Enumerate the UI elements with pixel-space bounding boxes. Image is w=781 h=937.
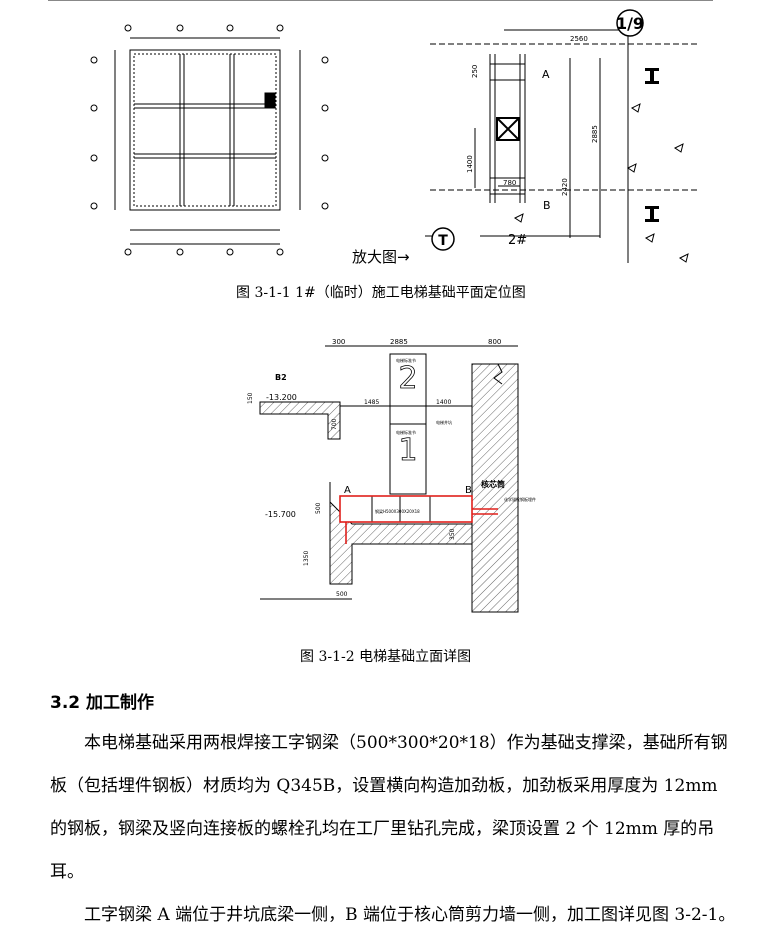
- paragraph-line-5: 工字钢梁 A 端位于井坑底梁一侧，B 端位于核心筒剪力墙一侧，加工图详见图 3-…: [84, 905, 736, 925]
- dim-2560: 2560: [570, 35, 588, 43]
- grid-bubble: [616, 9, 644, 37]
- label-a: A: [344, 485, 351, 496]
- dim-700: 700: [331, 418, 338, 430]
- plan-column-markers: [90, 24, 329, 256]
- core-label: 核芯筒: [481, 479, 505, 489]
- red-beam-outline: [339, 495, 498, 544]
- figure-1-caption: 图 3-1-1 1#（临时）施工电梯基础平面定位图: [236, 285, 526, 301]
- hatch-triangles: [514, 103, 689, 263]
- figure-1-plan-drawing: 1/9 2560 250 1400 780 2885 2420 A B 放大图→…: [90, 9, 700, 266]
- cage-top-label: 电梯标准节: [396, 357, 416, 363]
- embed-label: 化学锚栓钢板埋件: [504, 496, 536, 502]
- dim-780: 780: [503, 179, 516, 187]
- dim-350: 350: [449, 528, 456, 540]
- floor-plan: [114, 37, 301, 245]
- label-b: B: [543, 199, 551, 212]
- dim-250: 250: [471, 65, 479, 78]
- paragraph-line-1: 本电梯基础采用两根焊接工字钢梁（500*300*20*18）作为基础支撑梁，基础…: [84, 733, 728, 753]
- cage-number-2: 2: [398, 361, 417, 396]
- paragraph-line-3: 的钢板，钢梁及竖向连接板的螺栓孔均在工厂里钻孔完成，梁顶设置 2 个 12mm …: [50, 819, 715, 839]
- detail-plan: [425, 13, 700, 263]
- grid-label: 1/9: [616, 14, 644, 33]
- cage-bottom-label: 电梯标准节: [396, 429, 416, 435]
- section-heading: 3.2 加工制作: [50, 693, 155, 713]
- label-b: B: [465, 485, 472, 496]
- dim-150: 150: [247, 392, 254, 404]
- steel-i-beam-markers: [645, 68, 659, 222]
- page-top-rule: [48, 0, 713, 1]
- dim-2420: 2420: [561, 178, 569, 196]
- dim-1400: 1400: [436, 399, 451, 406]
- label-b2: B2: [275, 373, 287, 382]
- shaft-label: 电梯井坑: [436, 419, 452, 425]
- dim-2885: 2885: [591, 125, 599, 143]
- dim-1400: 1400: [466, 155, 474, 173]
- break-lines: [493, 363, 503, 385]
- label-a: A: [542, 68, 550, 81]
- dim-1485: 1485: [364, 399, 379, 406]
- section-bubble: [431, 227, 455, 251]
- figure-2-elevation-drawing: 300 2885 800 B2 -13.200 150 700 1485 140…: [247, 338, 536, 613]
- section-body: 本电梯基础采用两根焊接工字钢梁（500*300*20*18）作为基础支撑梁，基础…: [50, 722, 750, 937]
- dim-800: 800: [488, 338, 501, 346]
- circle-label: T: [438, 233, 448, 249]
- dim-500a: 500: [315, 502, 322, 514]
- cage-number-1: 1: [398, 433, 417, 468]
- dim-1350: 1350: [303, 551, 310, 566]
- elevation-structure: [259, 345, 519, 613]
- elev-top: -13.200: [266, 393, 297, 402]
- elevator-label: 2#: [508, 233, 527, 248]
- paragraph-line-2: 板（包括埋件钢板）材质均为 Q345B，设置横向构造加劲板，加劲板采用厚度为 1…: [50, 776, 718, 796]
- dim-2885: 2885: [390, 338, 408, 346]
- dim-300: 300: [332, 338, 345, 346]
- dim-500b: 500: [336, 591, 348, 598]
- paragraph-line-4: 耳。: [50, 862, 84, 882]
- beam-label: 钢梁H500X300X20X18: [375, 508, 420, 514]
- elev-low: -15.700: [265, 510, 296, 519]
- enlarge-label: 放大图→: [352, 248, 410, 266]
- figure-2-caption: 图 3-1-2 电梯基础立面详图: [300, 649, 472, 665]
